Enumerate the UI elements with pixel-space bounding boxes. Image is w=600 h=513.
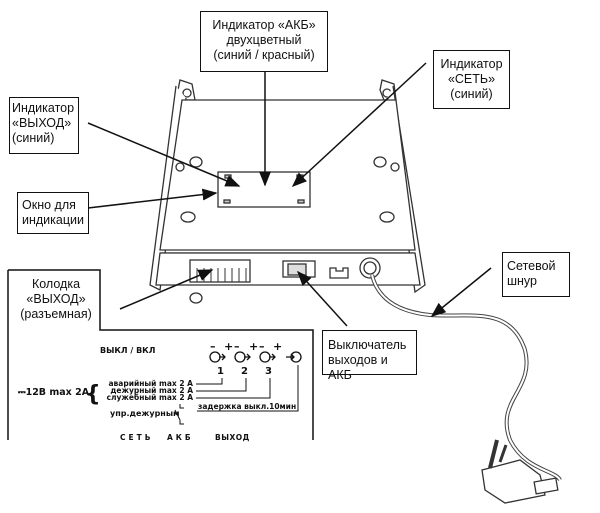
callout-switch: Выключатель выходов и АКБ — [322, 330, 417, 382]
callout-set-indicator: Индикатор «СЕТЬ» (синий) — [433, 50, 510, 109]
output-number: 2 — [241, 366, 248, 377]
mounting-hole — [182, 88, 192, 98]
label-set: СЕТЬ — [120, 433, 153, 442]
panel-markings: ВЫКЛ / ВКЛ – + – + – + 1 2 3 ⎓12В max 2А… — [18, 340, 302, 442]
callout-line: (синий / красный) — [213, 48, 315, 62]
brace-icon: { — [85, 382, 101, 407]
window-mark — [297, 199, 305, 204]
callout-line: Индикатор «АКБ» — [212, 18, 316, 32]
window-mark — [223, 199, 231, 204]
output-led-icon — [209, 351, 221, 363]
polarity-minus: – — [210, 340, 216, 353]
device-enclosure — [149, 79, 426, 304]
arrow-vyhod — [87, 122, 241, 187]
callout-line: выходов и АКБ — [328, 353, 388, 382]
output-led-icon — [259, 351, 271, 363]
callout-line: (синий) — [450, 87, 493, 101]
callout-akb-indicator: Индикатор «АКБ» двухцветный (синий / кра… — [200, 11, 328, 72]
callout-line: Выключатель — [328, 338, 407, 352]
output-list: аварийный max 2 А дежурный max 2 А служе… — [107, 379, 194, 402]
output-led-icon — [234, 351, 246, 363]
plug-icon — [481, 439, 559, 504]
output-numbers: 1 2 3 — [217, 366, 272, 377]
polarity-plus: + — [224, 340, 233, 353]
polarity-minus: – — [234, 340, 240, 353]
callout-arrows — [87, 62, 492, 327]
polarity-marks: – + – + – + — [210, 340, 282, 353]
label-vyhod: ВЫХОД — [215, 433, 250, 442]
callout-line: индикации — [22, 213, 84, 227]
callout-line: Индикатор — [440, 57, 503, 71]
label-akb: АКБ — [167, 433, 194, 442]
hole — [189, 156, 203, 168]
callout-terminal-block: Колодка «ВЫХОД» (разъемная) — [12, 277, 100, 322]
callout-line: «СЕТЬ» — [447, 72, 496, 86]
delay-label: задержка выкл.10мин — [198, 402, 296, 411]
keyhole — [189, 292, 203, 304]
callout-line: двухцветный — [226, 33, 302, 47]
arrow-cord — [430, 267, 492, 317]
callout-line: Колодка — [31, 277, 81, 291]
polarity-plus: + — [249, 340, 258, 353]
power-cord-inner — [371, 274, 561, 481]
panel-frame — [7, 269, 314, 440]
polarity-minus: – — [259, 340, 265, 353]
callout-line: (синий) — [12, 131, 55, 145]
callout-line: «ВЫХОД» — [26, 292, 86, 306]
arrow-set — [291, 62, 427, 188]
output-number: 1 — [217, 366, 224, 377]
hole — [180, 211, 196, 223]
window-mark — [224, 174, 232, 179]
callout-power-cord: Сетевой шнур — [502, 252, 570, 297]
terminal-block — [189, 259, 251, 283]
callout-line: «ВЫХОД» — [12, 116, 72, 130]
output-item: аварийный max 2 А — [108, 379, 193, 388]
callout-line: Индикатор — [12, 101, 75, 115]
bottom-labels: СЕТЬ АКБ ВЫХОД — [120, 433, 250, 442]
screw-icon — [175, 162, 185, 172]
arrow-switch — [296, 270, 348, 327]
control-label: упр.дежурным — [110, 409, 180, 418]
connector — [329, 267, 349, 279]
arrow-window — [87, 188, 218, 209]
off-on-label: ВЫКЛ / ВКЛ — [100, 346, 155, 355]
output-item: дежурный max 2 А — [110, 386, 193, 395]
rocker — [287, 263, 307, 276]
indicator-window — [217, 171, 311, 208]
callout-window: Окно для индикации — [17, 192, 89, 234]
hole — [373, 156, 387, 168]
screw-icon — [390, 162, 400, 172]
callout-line: Окно для — [22, 198, 76, 212]
output-wires — [174, 365, 299, 425]
output-item: служебный max 2 А — [107, 393, 194, 402]
supply-label: ⎓12В max 2А — [18, 387, 90, 398]
callout-line: (разъемная) — [20, 307, 92, 321]
hole — [379, 211, 395, 223]
callout-vyhod-indicator: Индикатор «ВЫХОД» (синий) — [9, 97, 79, 154]
callout-line: шнур — [507, 274, 537, 288]
led-symbols — [209, 351, 302, 363]
polarity-plus: + — [273, 340, 282, 353]
cord-gland-inner — [363, 261, 377, 275]
output-number: 3 — [265, 366, 272, 377]
callout-line: Сетевой — [507, 259, 556, 273]
arrow-terminal — [119, 269, 214, 310]
